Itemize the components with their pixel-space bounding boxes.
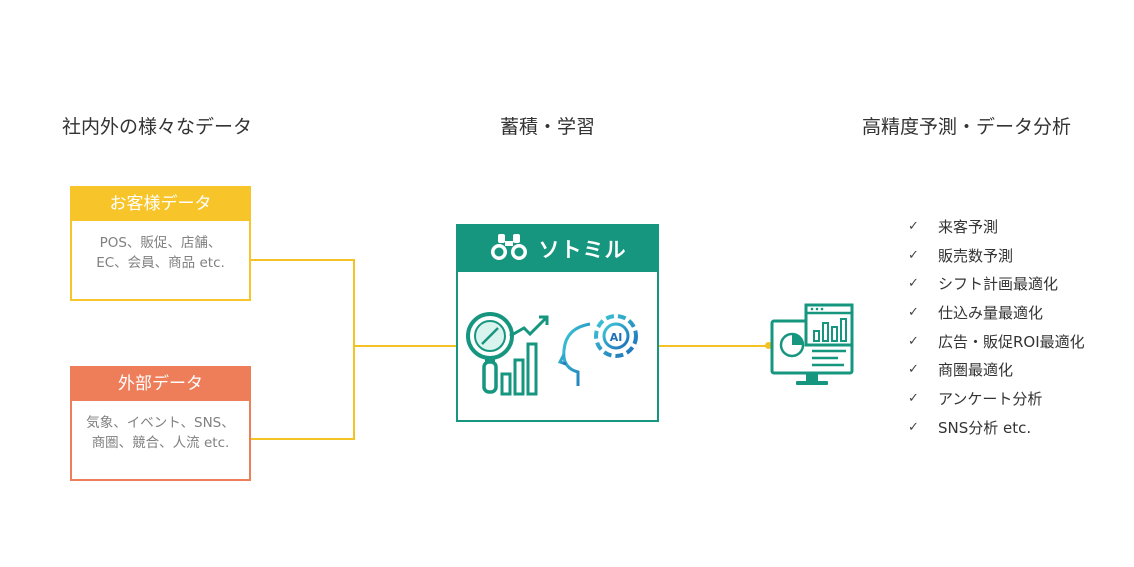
customer-data-body: POS、販促、店舗、 EC、会員、商品 etc.: [72, 221, 249, 273]
list-item-label: 商圏最適化: [938, 361, 1014, 380]
check-icon: ✓: [908, 247, 919, 263]
monitor-dashboard-icon: [768, 303, 856, 393]
customer-data-box: お客様データ POS、販促、店舗、 EC、会員、商品 etc.: [70, 186, 251, 301]
list-item-label: アンケート分析: [938, 389, 1043, 408]
check-icon: ✓: [908, 333, 919, 349]
heading-forecast-analysis: 高精度予測・データ分析: [862, 116, 1072, 138]
magnifier-growth-chart-icon: [462, 308, 552, 400]
list-item: ✓ 販売数予測: [908, 241, 1085, 270]
check-icon: ✓: [908, 218, 919, 234]
check-icon: ✓: [908, 276, 919, 292]
external-data-body: 気象、イベント、SNS、 商圏、競合、人流 etc.: [72, 401, 249, 453]
sotomiru-box: ソトミル AI: [456, 224, 659, 422]
heading-accumulate-learn: 蓄積・学習: [500, 116, 596, 138]
ai-head-gear-icon: AI: [556, 306, 652, 398]
binoculars-icon: [489, 232, 529, 266]
connector-external-horizontal: [251, 438, 355, 440]
external-data-title: 外部データ: [72, 368, 249, 401]
customer-data-title: お客様データ: [72, 188, 249, 221]
list-item-label: 来客予測: [938, 217, 999, 236]
brand-name: ソトミル: [538, 238, 627, 262]
external-data-line: 商圏、競合、人流 etc.: [91, 435, 230, 451]
heading-source-data: 社内外の様々なデータ: [62, 116, 253, 138]
external-data-line: 気象、イベント、SNS、: [86, 415, 235, 431]
list-item-label: シフト計画最適化: [938, 275, 1059, 294]
list-item: ✓ 商圏最適化: [908, 355, 1085, 384]
connector-to-dashboard: [659, 345, 769, 347]
list-item-label: 販売数予測: [938, 246, 1014, 265]
list-item: ✓ 来客予測: [908, 212, 1085, 241]
list-item: ✓ シフト計画最適化: [908, 269, 1085, 298]
list-item: ✓ SNS分析 etc.: [908, 413, 1085, 442]
external-data-box: 外部データ 気象、イベント、SNS、 商圏、競合、人流 etc.: [70, 366, 251, 481]
list-item: ✓ 仕込み量最適化: [908, 298, 1085, 327]
connector-vertical: [353, 259, 355, 440]
connector-to-center: [355, 345, 456, 347]
check-icon: ✓: [908, 362, 919, 378]
connector-dot: [765, 342, 772, 349]
analysis-output-list: ✓ 来客予測 ✓ 販売数予測 ✓ シフト計画最適化 ✓ 仕込み量最適化 ✓ 広告・販促RO…: [908, 212, 1085, 442]
svg-text:AI: AI: [610, 331, 623, 344]
check-icon: ✓: [908, 304, 919, 320]
customer-data-line: EC、会員、商品 etc.: [96, 255, 225, 271]
customer-data-line: POS、販促、店舗、: [99, 235, 222, 251]
sotomiru-header: ソトミル: [458, 226, 657, 272]
list-item-label: 広告・販促ROI最適化: [938, 332, 1085, 351]
check-icon: ✓: [908, 419, 919, 435]
check-icon: ✓: [908, 390, 919, 406]
list-item: ✓ 広告・販促ROI最適化: [908, 327, 1085, 356]
connector-customer-horizontal: [251, 259, 355, 261]
list-item: ✓ アンケート分析: [908, 384, 1085, 413]
list-item-label: 仕込み量最適化: [938, 303, 1044, 322]
list-item-label: SNS分析 etc.: [938, 418, 1032, 437]
